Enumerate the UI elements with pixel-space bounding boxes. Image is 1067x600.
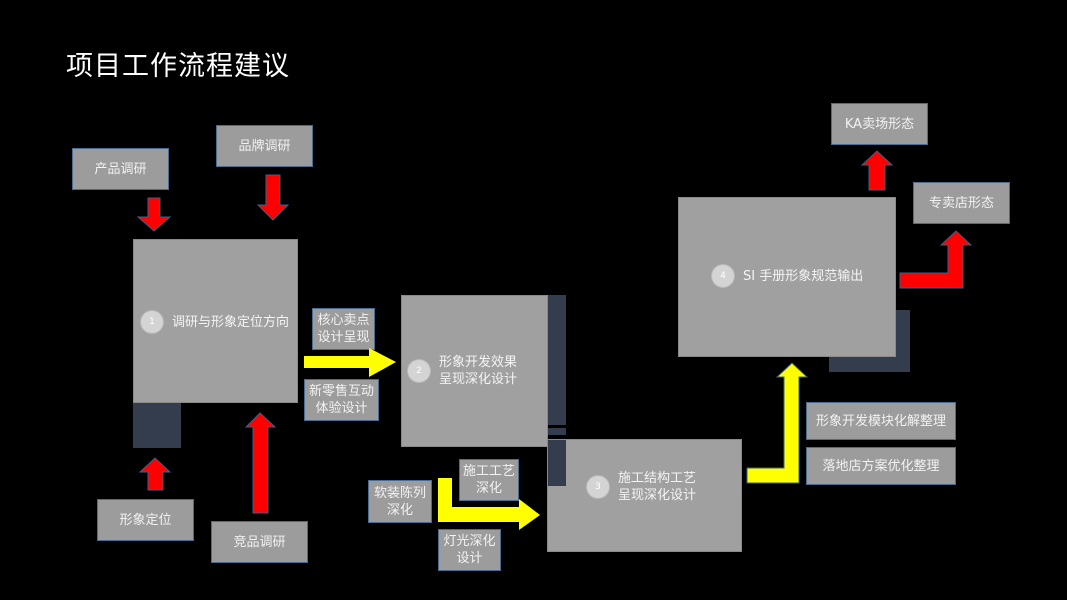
arrow-up-icon	[138, 457, 172, 491]
step-label: 调研与形象定位方向	[172, 314, 290, 330]
ka-store-box[interactable]: KA卖场形态	[831, 103, 928, 145]
step-label: 施工结构工艺 呈现深化设计	[618, 471, 697, 503]
step-1-node[interactable]: 1 调研与形象定位方向	[133, 239, 298, 403]
brand-research-box[interactable]: 品牌调研	[216, 125, 313, 167]
new-retail-box[interactable]: 新零售互动 体验设计	[304, 379, 379, 421]
lighting-box[interactable]: 灯光深化 设计	[438, 529, 501, 571]
product-research-box[interactable]: 产品调研	[72, 148, 169, 190]
step3-shadow-overlay	[548, 440, 566, 486]
arrow-down-icon	[256, 174, 290, 221]
construction-craft-box[interactable]: 施工工艺 深化	[459, 459, 519, 501]
image-positioning-box[interactable]: 形象定位	[97, 499, 194, 541]
core-selling-point-box[interactable]: 核心卖点 设计呈现	[312, 308, 375, 350]
step1-shadow	[133, 402, 181, 448]
step2-shadow-strip	[547, 428, 566, 435]
arrow-up-icon	[860, 150, 894, 191]
step-number-badge: 4	[711, 264, 735, 288]
arrow-elbow-up-icon	[746, 362, 809, 484]
arrow-elbow-right-icon	[438, 478, 540, 530]
specialty-store-box[interactable]: 专卖店形态	[913, 182, 1010, 224]
step-3-node[interactable]: 3 施工结构工艺 呈现深化设计	[547, 439, 742, 552]
step-number-badge: 3	[586, 475, 610, 499]
arrow-right-icon	[304, 348, 396, 377]
step2-shadow-upper	[547, 295, 566, 425]
step-number-badge: 1	[140, 310, 164, 334]
step-number-badge: 2	[407, 359, 431, 383]
step-2-node[interactable]: 2 形象开发效果 呈现深化设计	[401, 295, 548, 447]
step-label: 形象开发效果 呈现深化设计	[439, 355, 518, 387]
arrow-up-icon	[244, 412, 277, 514]
arrow-elbow-up-icon	[899, 230, 973, 289]
module-breakdown-box[interactable]: 形象开发模块化解整理	[806, 402, 956, 440]
competitor-research-box[interactable]: 竞品调研	[211, 521, 308, 563]
step-4-node[interactable]: 4 SI 手册形象规范输出	[678, 197, 896, 357]
soft-decoration-box[interactable]: 软装陈列 深化	[368, 480, 432, 523]
page-title: 项目工作流程建议	[66, 51, 290, 82]
arrow-down-icon	[136, 197, 172, 232]
step-label: SI 手册形象规范输出	[743, 268, 864, 284]
store-optimization-box[interactable]: 落地店方案优化整理	[806, 447, 956, 485]
